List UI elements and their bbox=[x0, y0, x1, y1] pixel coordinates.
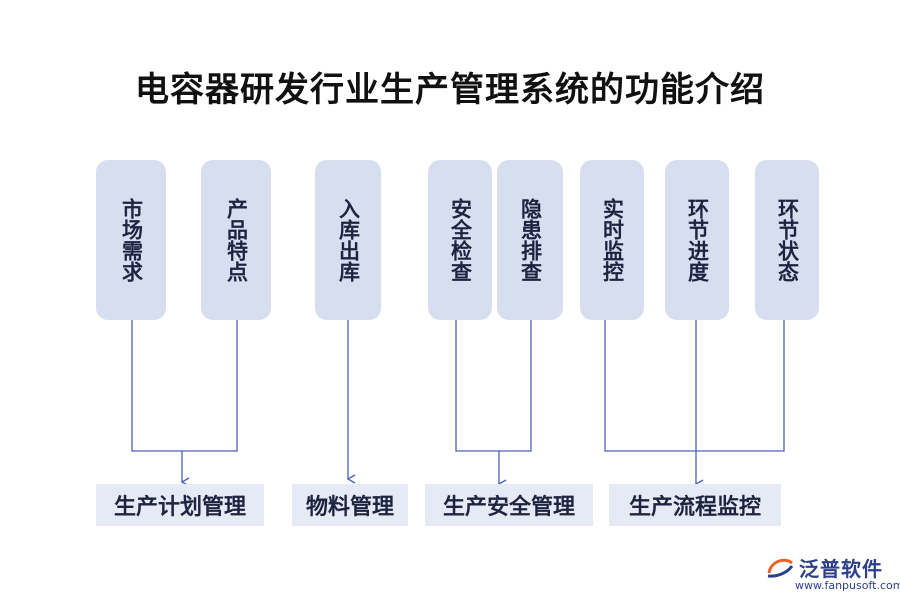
connector-production-plan bbox=[131, 320, 238, 452]
feature-product-traits: 产品特点 bbox=[201, 160, 271, 320]
feature-safety-check: 安全检查 bbox=[428, 160, 492, 320]
feature-stage-progress: 环节进度 bbox=[665, 160, 729, 320]
feature-stock-in-out: 入库出库 bbox=[315, 160, 381, 320]
connector-process-monitor bbox=[604, 320, 785, 452]
logo-name: 泛普软件 bbox=[799, 557, 883, 581]
feature-stage-status: 环节状态 bbox=[755, 160, 819, 320]
category-material: 物料管理 bbox=[292, 484, 408, 526]
logo-url: www.fanpusoft.com bbox=[795, 579, 900, 592]
connector-production-safety bbox=[455, 320, 532, 452]
feature-realtime-monitor: 实时监控 bbox=[580, 160, 644, 320]
feature-hazard-check: 隐患排查 bbox=[497, 160, 563, 320]
category-production-plan: 生产计划管理 bbox=[96, 484, 264, 526]
page-title: 电容器研发行业生产管理系统的功能介绍 bbox=[135, 70, 765, 110]
feature-market-demand: 市场需求 bbox=[96, 160, 166, 320]
logo-mark-icon bbox=[767, 558, 794, 578]
category-process-monitor: 生产流程监控 bbox=[609, 484, 781, 526]
brand-logo: 泛普软件 www.fanpusoft.com bbox=[765, 553, 900, 597]
category-production-safety: 生产安全管理 bbox=[425, 484, 593, 526]
